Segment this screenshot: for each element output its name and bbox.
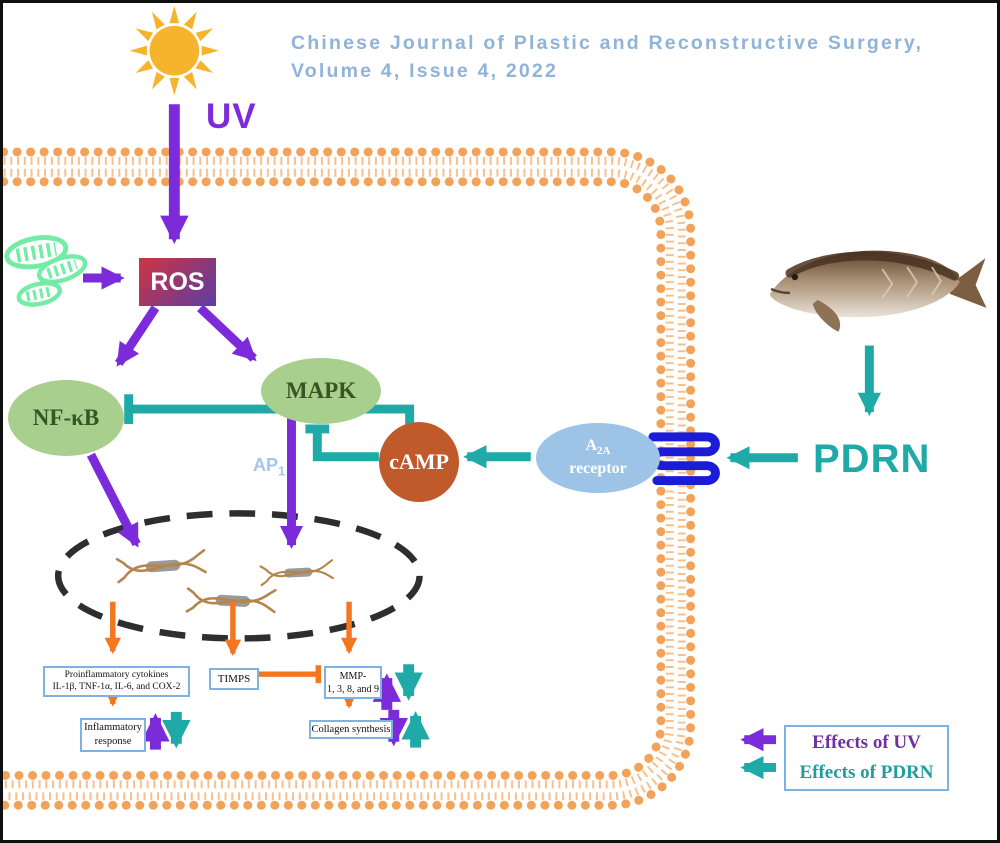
inflammatory-line2: response: [94, 736, 132, 747]
nucleus-dashed-outline: [54, 510, 423, 642]
a2a-label-line1: A2A: [585, 436, 610, 458]
dna-icon: [115, 548, 335, 614]
camp-label: cAMP: [389, 449, 449, 474]
effect-indicator-arrows: [141, 664, 777, 780]
diagram-graphics: [3, 5, 987, 810]
inhibit-camp-to-mapk: [312, 430, 379, 462]
collagen-synthesis-box: Collagen synthesis: [309, 720, 393, 739]
uv-effect-arrows: [82, 104, 304, 549]
pdrn-label: PDRN: [813, 437, 931, 481]
ap1-base: AP: [253, 455, 279, 475]
sun-icon: [129, 5, 220, 96]
journal-title-line2: Volume 4, Issue 4, 2022: [291, 60, 559, 83]
legend-box: Effects of UV Effects of PDRN: [784, 725, 949, 791]
inflammatory-response-box: Inflammatory response: [80, 718, 146, 752]
uv-label: UV: [206, 97, 257, 136]
a2a-subscript: 2A: [597, 445, 611, 458]
mapk-label: MAPK: [285, 378, 357, 403]
journal-title-line1: Chinese Journal of Plastic and Reconstru…: [291, 32, 924, 54]
nfkb-label: NF-κB: [32, 405, 100, 430]
mapk-node: MAPK: [261, 358, 381, 424]
legend-pdrn-label: Effects of PDRN: [799, 762, 934, 783]
collagen-label: Collagen synthesis: [311, 724, 391, 735]
legend-uv-label: Effects of UV: [812, 732, 921, 753]
ap1-subscript: 1: [278, 463, 286, 479]
journal-title: Chinese Journal of Plastic and Reconstru…: [291, 29, 991, 86]
camp-node: cAMP: [379, 422, 459, 502]
a2a-label-line2: receptor: [569, 459, 627, 477]
arrow-nfkb-to-nucleus: [86, 452, 141, 548]
ros-label: ROS: [150, 267, 205, 296]
inflammatory-line1: Inflammatory: [84, 722, 142, 734]
ap1-label: AP1: [253, 455, 285, 479]
inhibit-camp-to-nfkb: [132, 404, 415, 426]
mmp-line1: MMP-: [339, 670, 367, 682]
mmp-box: MMP- 1, 3, 8, and 9: [324, 666, 382, 699]
nfkb-node: NF-κB: [8, 380, 124, 456]
mitochondria-icon: [4, 235, 88, 307]
mmp-line2: 1, 3, 8, and 9: [327, 683, 379, 695]
arrow-ros-to-nfkb: [115, 305, 160, 367]
timps-label: TIMPS: [217, 673, 251, 685]
proinflammatory-line1: Proinflammatory cytokines: [64, 669, 169, 680]
ros-node: ROS: [139, 258, 216, 306]
proinflammatory-line2: IL-1β, TNF-1α, IL-6, and COX-2: [52, 681, 181, 692]
pdrn-effect-arrows: [124, 345, 881, 470]
fish-icon: [770, 250, 987, 332]
proinflammatory-cytokines-box: Proinflammatory cytokines IL-1β, TNF-1α,…: [43, 666, 190, 697]
timps-box: TIMPS: [209, 668, 259, 690]
a2a-receptor-node: A2A receptor: [536, 423, 660, 493]
arrow-ros-to-mapk: [197, 304, 257, 362]
a2a-base: A: [585, 437, 598, 455]
